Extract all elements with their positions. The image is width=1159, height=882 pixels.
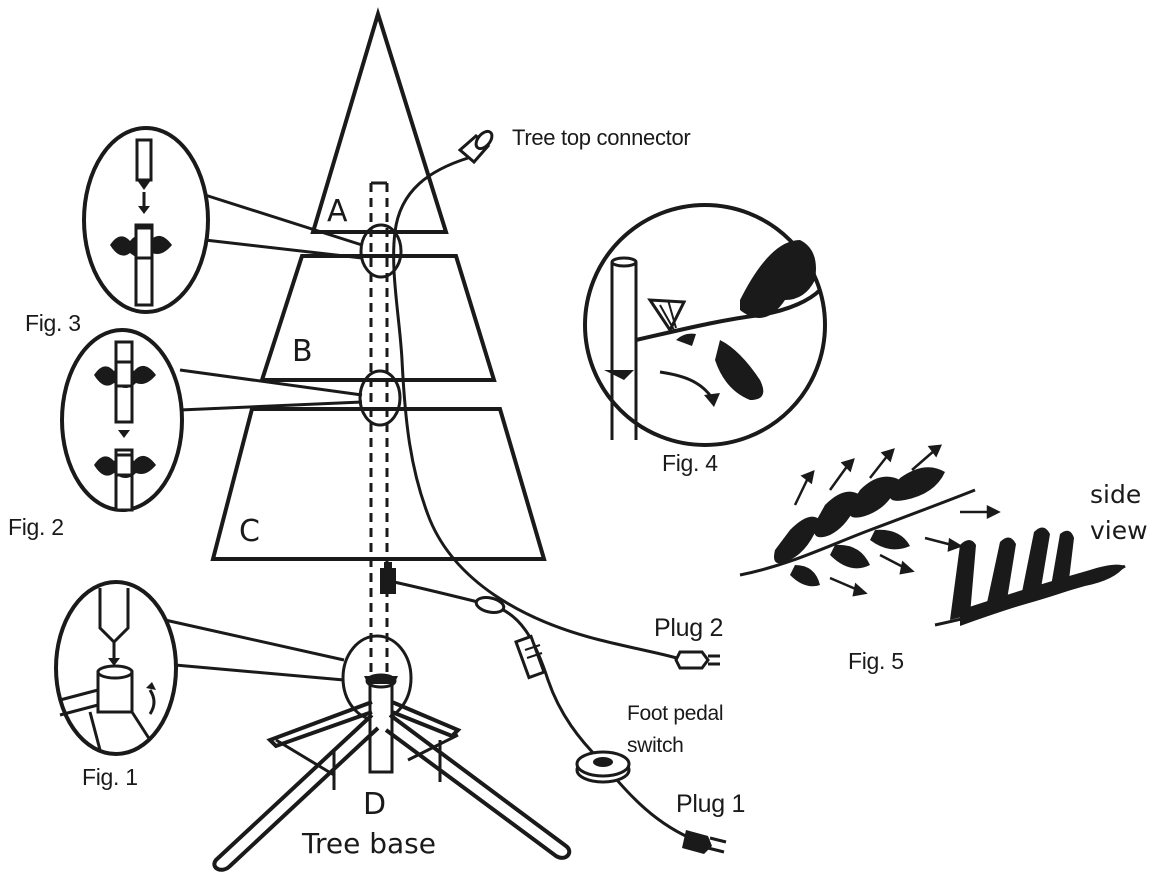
fig4-caption: Fig. 4 — [662, 450, 718, 476]
tree-top-connector-icon — [457, 129, 494, 165]
fig1-caption: Fig. 1 — [82, 764, 138, 790]
section-d-label: D — [363, 787, 387, 822]
plug-1-label: Plug 1 — [676, 790, 746, 818]
inline-connector-icon — [514, 634, 546, 680]
plug-2-icon — [674, 650, 720, 670]
tree-section-a — [310, 7, 449, 234]
joint-circle-ab — [359, 223, 403, 279]
tree-base-label: Tree base — [302, 827, 436, 860]
fig4-detail — [583, 203, 827, 447]
tree-section-b — [259, 254, 497, 382]
joint-circle-bc — [358, 369, 402, 427]
inline-fuse — [474, 596, 506, 614]
foot-pedal-switch-label-line2: switch — [627, 734, 684, 757]
plug-1-icon — [682, 830, 727, 854]
side-view-label-line1: side — [1090, 480, 1142, 509]
fig3-caption: Fig. 3 — [25, 310, 81, 336]
fig5-caption: Fig. 5 — [848, 648, 904, 674]
base-connector-icon — [380, 562, 396, 594]
fig2-detail — [60, 328, 363, 512]
foot-pedal-switch-icon — [575, 750, 631, 784]
fig2-caption: Fig. 2 — [8, 514, 64, 540]
section-b-label: B — [292, 334, 313, 369]
fig5-branches — [739, 444, 1126, 627]
fig1-detail — [54, 580, 345, 756]
section-a-label: A — [327, 194, 348, 229]
tree-top-wire — [392, 156, 684, 662]
tree-section-c — [210, 407, 547, 561]
pedal-cord — [393, 580, 691, 840]
fig3-detail — [82, 126, 363, 314]
plug-2-label: Plug 2 — [654, 614, 724, 642]
foot-pedal-switch-label-line1: Foot pedal — [627, 702, 724, 725]
tree-base-stand — [212, 673, 572, 872]
side-view-label-line2: view — [1090, 516, 1148, 545]
section-c-label: C — [239, 514, 260, 549]
tree-top-connector-label: Tree top connector — [512, 125, 691, 150]
